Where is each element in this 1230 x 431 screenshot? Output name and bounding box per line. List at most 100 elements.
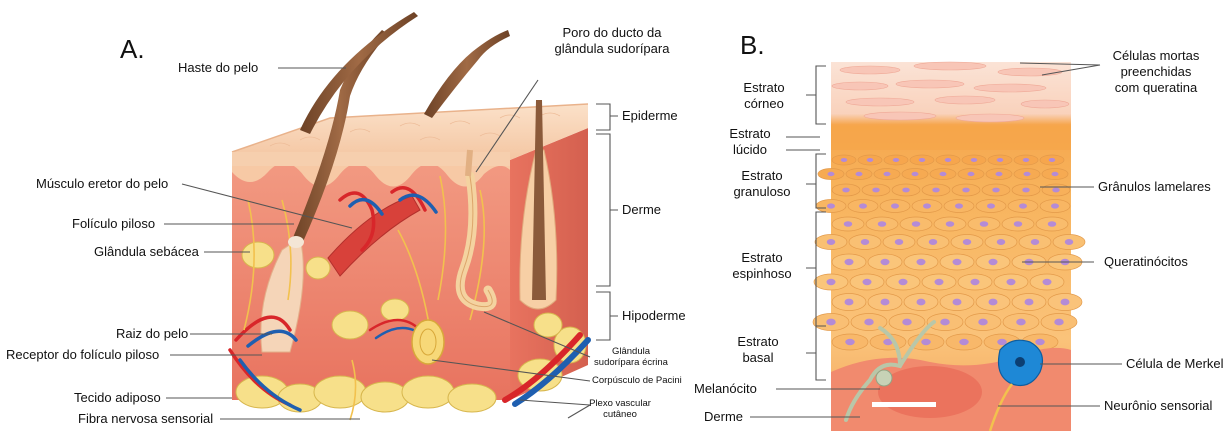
label-arrector-muscle: Músculo eretor do pelo — [36, 176, 168, 192]
label-adipose: Tecido adiposo — [74, 390, 161, 406]
cell-nucleus — [893, 158, 900, 162]
cell-nucleus — [1052, 188, 1060, 193]
cell-nucleus — [895, 239, 904, 245]
label-sensory-neuron: Neurônio sensorial — [1104, 398, 1212, 414]
cell-nucleus — [827, 239, 836, 245]
cell-nucleus — [987, 203, 995, 208]
cell-nucleus — [929, 239, 938, 245]
cell-nucleus — [935, 279, 944, 285]
hair-shaft-2 — [424, 30, 510, 118]
label-keratinocytes: Queratinócitos — [1104, 254, 1188, 270]
cell-nucleus — [1016, 319, 1026, 326]
cell-nucleus — [921, 339, 931, 345]
label-follicle-receptor: Receptor do folículo piloso — [6, 347, 159, 363]
label-dead-cells: Células mortas preenchidas com queratina — [1100, 48, 1212, 96]
cell-nucleus — [1052, 172, 1059, 176]
cell-nucleus — [841, 158, 848, 162]
cell-nucleus — [1007, 279, 1016, 285]
cell-nucleus — [1022, 188, 1030, 193]
cell-nucleus — [881, 259, 890, 265]
label-hair-root: Raiz do pelo — [116, 326, 188, 342]
cell-nucleus — [1023, 158, 1030, 162]
label-melanocyte: Melanócito — [694, 381, 757, 397]
cell-nucleus — [827, 279, 836, 285]
label-dermis-b: Derme — [704, 409, 743, 425]
cell-nucleus — [864, 319, 874, 326]
cell-nucleus — [919, 158, 926, 162]
cell-nucleus — [881, 299, 890, 306]
cell-nucleus — [872, 188, 880, 193]
cell-nucleus — [1061, 299, 1070, 306]
label-stratum-lucidum: Estrato lúcido — [712, 126, 788, 158]
cell-nucleus — [923, 203, 931, 208]
scale-bar — [872, 402, 936, 407]
epidermis-layers-b — [813, 62, 1085, 431]
cell-nucleus — [963, 239, 972, 245]
cell-nucleus — [968, 172, 975, 176]
label-stratum-basale: Estrato basal — [718, 334, 798, 366]
cell-nucleus — [878, 221, 887, 227]
cell-nucleus — [1054, 319, 1064, 326]
cell-nucleus — [1049, 158, 1056, 162]
cell-nucleus — [861, 239, 870, 245]
cell-nucleus — [845, 339, 855, 345]
cell-nucleus — [867, 158, 874, 162]
cell-nucleus — [1031, 239, 1040, 245]
cell-nucleus — [856, 172, 863, 176]
cell-nucleus — [940, 172, 947, 176]
label-sebaceous-gland: Glândula sebácea — [94, 244, 199, 260]
cell-nucleus — [826, 319, 836, 326]
cell-nucleus — [1019, 203, 1027, 208]
cell-nucleus — [945, 158, 952, 162]
label-nerve-fiber: Fibra nervosa sensorial — [78, 411, 213, 427]
cell-nucleus — [912, 221, 921, 227]
cell-nucleus — [953, 299, 962, 306]
cell-nucleus — [989, 299, 998, 306]
cell-nucleus — [902, 188, 910, 193]
cell-nucleus — [1025, 299, 1034, 306]
cell-nucleus — [996, 172, 1003, 176]
skin-block-a — [230, 12, 588, 420]
cell-nucleus — [1048, 221, 1057, 227]
cell-nucleus — [971, 158, 978, 162]
label-stratum-granulosum: Estrato granuloso — [718, 168, 806, 200]
cell-nucleus — [959, 339, 969, 345]
cell-nucleus — [1024, 172, 1031, 176]
cell-nucleus — [992, 188, 1000, 193]
cell-nucleus — [1051, 203, 1059, 208]
cell-nucleus — [845, 299, 854, 306]
cell-nucleus — [899, 279, 908, 285]
panel-a-letter: A. — [120, 34, 145, 65]
label-epidermis: Epiderme — [622, 108, 678, 124]
cell-nucleus — [980, 221, 989, 227]
cell-nucleus — [1043, 279, 1052, 285]
pacinian-corpuscle — [412, 320, 444, 364]
cell-nucleus — [1014, 221, 1023, 227]
cell-nucleus — [884, 172, 891, 176]
cell-nucleus — [842, 188, 850, 193]
panel-b-letter: B. — [740, 30, 765, 61]
cell-nucleus — [989, 259, 998, 265]
label-eccrine-gland: Glândula sudorípara écrina — [588, 346, 674, 368]
label-vascular-plexus: Plexo vascular cutâneo — [582, 398, 658, 420]
label-stratum-corneum: Estrato córneo — [722, 80, 806, 112]
cell-nucleus — [1065, 239, 1074, 245]
cell-nucleus — [891, 203, 899, 208]
cell-nucleus — [827, 203, 835, 208]
label-merkel-cell: Célula de Merkel — [1126, 356, 1224, 372]
cell-nucleus — [917, 259, 926, 265]
cell-nucleus — [859, 203, 867, 208]
label-dermis: Derme — [622, 202, 661, 218]
cell-nucleus — [844, 221, 853, 227]
label-lamellar-granules: Grânulos lamelares — [1098, 179, 1211, 195]
cell-nucleus — [946, 221, 955, 227]
cell-nucleus — [940, 319, 950, 326]
cell-nucleus — [971, 279, 980, 285]
label-hair-follicle: Folículo piloso — [72, 216, 155, 232]
label-hair-shaft: Haste do pelo — [178, 60, 258, 76]
cell-nucleus — [997, 158, 1004, 162]
cell-nucleus — [912, 172, 919, 176]
cell-nucleus — [828, 172, 835, 176]
cell-nucleus — [953, 259, 962, 265]
